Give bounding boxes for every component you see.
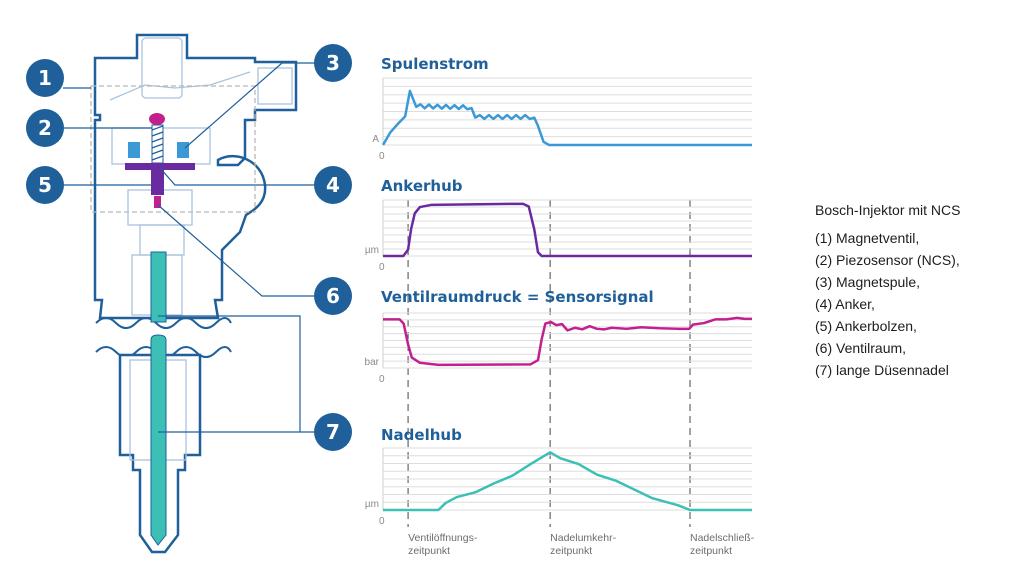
coil-right xyxy=(177,142,189,158)
y-unit-label: µm xyxy=(365,245,379,256)
y-unit-label: A xyxy=(372,134,379,145)
callout-circle xyxy=(26,59,64,97)
callout-number: 7 xyxy=(326,420,340,444)
legend: Bosch-Injektor mit NCS (1) Magnetventil,… xyxy=(815,202,960,378)
callout-3: 3 xyxy=(314,44,352,82)
legend-item: (5) Ankerbolzen, xyxy=(815,318,917,334)
legend-item: (6) Ventilraum, xyxy=(815,340,906,356)
legend-item: (3) Magnetspule, xyxy=(815,274,920,290)
zero-label: 0 xyxy=(379,374,385,385)
magnet-valve-region xyxy=(90,85,256,213)
zero-label: 0 xyxy=(379,151,385,162)
zero-label: 0 xyxy=(379,262,385,273)
chart-ankerhub: Ankerhub µm0 xyxy=(365,177,752,273)
callout-number: 5 xyxy=(38,173,52,197)
callout-circle xyxy=(314,277,352,315)
legend-item: (2) Piezosensor (NCS), xyxy=(815,252,960,268)
piezo-sensor xyxy=(149,113,165,125)
chart-title: Ankerhub xyxy=(381,177,463,195)
nozzle-needle-upper xyxy=(150,251,167,323)
callout-number: 2 xyxy=(38,116,52,140)
zero-label: 0 xyxy=(379,516,385,527)
callout-circle xyxy=(314,44,352,82)
series-line xyxy=(381,89,752,147)
coil-left xyxy=(128,142,140,158)
callout-1: 1 xyxy=(26,59,64,97)
chart-title: Spulenstrom xyxy=(381,55,489,73)
legend-item: (7) lange Düsennadel xyxy=(815,362,949,378)
callout-number: 3 xyxy=(326,51,340,75)
event-label: zeitpunkt xyxy=(408,545,450,557)
event-label: Nadelschließ- xyxy=(690,532,755,544)
callout-7: 7 xyxy=(314,413,352,451)
legend-item: (4) Anker, xyxy=(815,296,875,312)
callout-circle xyxy=(314,413,352,451)
chart-ventilraumdruck: Ventilraumdruck = Sensorsignal bar 0 xyxy=(365,288,752,385)
callout-6: 6 xyxy=(314,277,352,315)
nozzle-needle-lower xyxy=(150,334,167,546)
legend-title: Bosch-Injektor mit NCS xyxy=(815,202,960,218)
series-line xyxy=(383,316,752,367)
chart-title: Ventilraumdruck = Sensorsignal xyxy=(381,288,654,306)
series-line xyxy=(383,202,752,258)
callout-4: 4 xyxy=(314,166,352,204)
valve-chamber xyxy=(154,196,161,208)
callout-circle xyxy=(26,166,64,204)
callout-number: 6 xyxy=(326,284,340,308)
callout-2: 2 xyxy=(26,109,64,147)
event-label: Nadelumkehr- xyxy=(550,532,616,544)
chart-title: Nadelhub xyxy=(381,426,462,444)
callout-circle xyxy=(314,166,352,204)
series-line xyxy=(383,451,752,512)
y-unit-label: µm xyxy=(365,499,379,510)
legend-item: (1) Magnetventil, xyxy=(815,230,919,246)
injector-illustration xyxy=(63,33,315,554)
y-unit-label: bar xyxy=(365,357,380,368)
callout-number: 1 xyxy=(38,66,52,90)
chart-nadelhub: Nadelhub µm0 xyxy=(365,426,752,527)
event-label: Ventilöffnungs- xyxy=(408,532,478,544)
callout-number: 4 xyxy=(326,173,340,197)
callout-5: 5 xyxy=(26,166,64,204)
callout-circle xyxy=(26,109,64,147)
event-label: zeitpunkt xyxy=(550,545,592,557)
armature-bolt xyxy=(151,163,164,195)
event-label: zeitpunkt xyxy=(690,545,732,557)
